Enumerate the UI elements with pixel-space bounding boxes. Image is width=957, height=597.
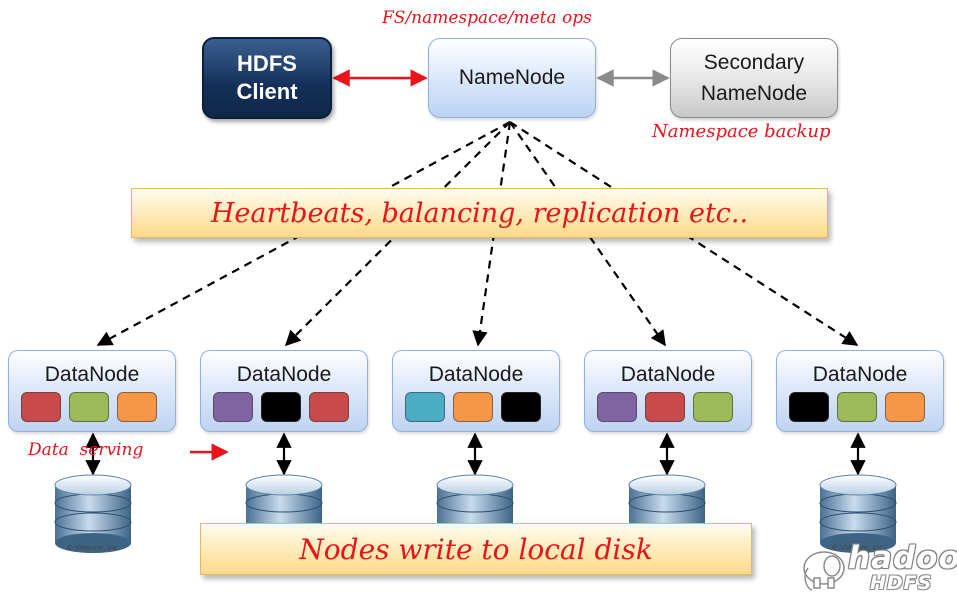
block-group — [21, 392, 157, 422]
data-block — [885, 392, 925, 422]
client-line2: Client — [236, 79, 298, 104]
namenode-box: NameNode — [428, 38, 596, 118]
block-group — [597, 392, 733, 422]
data-block — [645, 392, 685, 422]
secondary-line2: NameNode — [700, 82, 808, 105]
data-block — [213, 392, 253, 422]
data-block — [789, 392, 829, 422]
datanode-label: DataNode — [236, 363, 332, 386]
elephant-icon — [803, 551, 845, 591]
local-disk-text: Nodes write to local disk — [299, 532, 653, 566]
data-block — [453, 392, 493, 422]
data-block — [309, 392, 349, 422]
datanode-box: DataNode — [392, 350, 560, 432]
ops-annotation: FS/namespace/meta ops — [382, 8, 592, 28]
hdfs-client-box: HDFS Client — [202, 37, 332, 119]
disk-credit: © VMware, Inc. — [831, 544, 886, 552]
datanode-box: DataNode — [584, 350, 752, 432]
heartbeats-banner: Heartbeats, balancing, replication etc.. — [131, 188, 828, 238]
secondary-namenode-box: Secondary NameNode — [670, 38, 838, 118]
datanode-label: DataNode — [428, 363, 524, 386]
disk-credit: © VMware, Inc. — [66, 544, 121, 552]
datanode-label: DataNode — [44, 363, 140, 386]
namenode-label: NameNode — [458, 66, 566, 89]
datanode-label: DataNode — [620, 363, 716, 386]
logo-sub: HDFS — [870, 572, 933, 594]
datanode-label: DataNode — [812, 363, 908, 386]
logo-word: hadoop — [848, 540, 957, 576]
block-group — [213, 392, 349, 422]
data-block — [261, 392, 301, 422]
datanode-box: DataNode — [776, 350, 944, 432]
data-block — [69, 392, 109, 422]
heartbeats-text: Heartbeats, balancing, replication etc.. — [210, 197, 749, 229]
block-group — [789, 392, 925, 422]
datanode-box: DataNode — [200, 350, 368, 432]
serving-annotation: Data serving — [28, 440, 144, 460]
disk-link-arrows — [85, 432, 866, 476]
secondary-line1: Secondary — [703, 51, 805, 74]
data-block — [597, 392, 637, 422]
data-block — [837, 392, 877, 422]
local-disk-banner: Nodes write to local disk — [200, 523, 752, 575]
block-group — [405, 392, 541, 422]
data-block — [117, 392, 157, 422]
data-block — [21, 392, 61, 422]
data-block — [501, 392, 541, 422]
client-line1: HDFS — [237, 51, 297, 76]
hadoop-hdfs-logo: hadoop HDFS — [800, 540, 957, 596]
data-block — [405, 392, 445, 422]
data-block — [693, 392, 733, 422]
datanode-box: DataNode — [8, 350, 176, 432]
disk-icon — [54, 474, 132, 553]
disk-icon — [819, 474, 897, 553]
backup-annotation: Namespace backup — [652, 121, 831, 142]
